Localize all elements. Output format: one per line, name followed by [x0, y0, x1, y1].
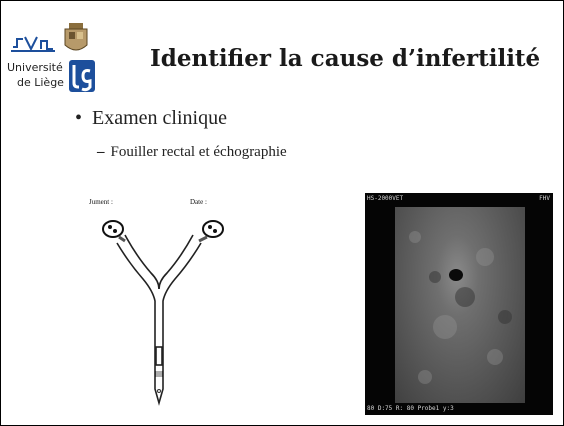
bullet-dot-icon: •	[75, 107, 82, 130]
follicle-icon	[449, 269, 463, 281]
ultrasound-label-top-left: HS-2000VET	[367, 195, 403, 202]
sub-bullet-item: –Fouiller rectal et échographie	[97, 144, 287, 161]
ultrasound-scan	[395, 207, 525, 403]
university-logo-graphic	[3, 5, 123, 105]
ulg-logo-icon	[69, 60, 95, 92]
university-name-line2: de Liège	[17, 76, 64, 89]
diagram-label-jument: Jument :	[89, 198, 113, 206]
ultrasound-image: HS-2000VET FHV 80 D:75 R: 80 Probe1 y:3	[365, 193, 553, 415]
ultrasound-label-bottom: 80 D:75 R: 80 Probe1 y:3	[367, 405, 454, 412]
sub-bullet-text: Fouiller rectal et échographie	[111, 144, 287, 160]
reproductive-tract-diagram: Jument : Date :	[81, 197, 281, 417]
bullet-item: • Examen clinique	[75, 107, 227, 130]
cvu-logo-icon	[11, 37, 55, 51]
university-name-line1: Université	[7, 61, 63, 74]
slide-title: Identifier la cause d’infertilité	[150, 45, 540, 72]
left-ovary-icon	[103, 221, 125, 241]
university-logo: Université de Liège	[3, 5, 123, 105]
bullet-text: Examen clinique	[92, 107, 227, 129]
diagram-label-date: Date :	[190, 198, 207, 206]
ultrasound-label-top-right: FHV	[539, 195, 550, 202]
uterus-schematic	[81, 197, 281, 417]
coat-of-arms-icon	[65, 23, 87, 50]
right-ovary-icon	[199, 221, 223, 241]
dash-icon: –	[97, 144, 105, 160]
